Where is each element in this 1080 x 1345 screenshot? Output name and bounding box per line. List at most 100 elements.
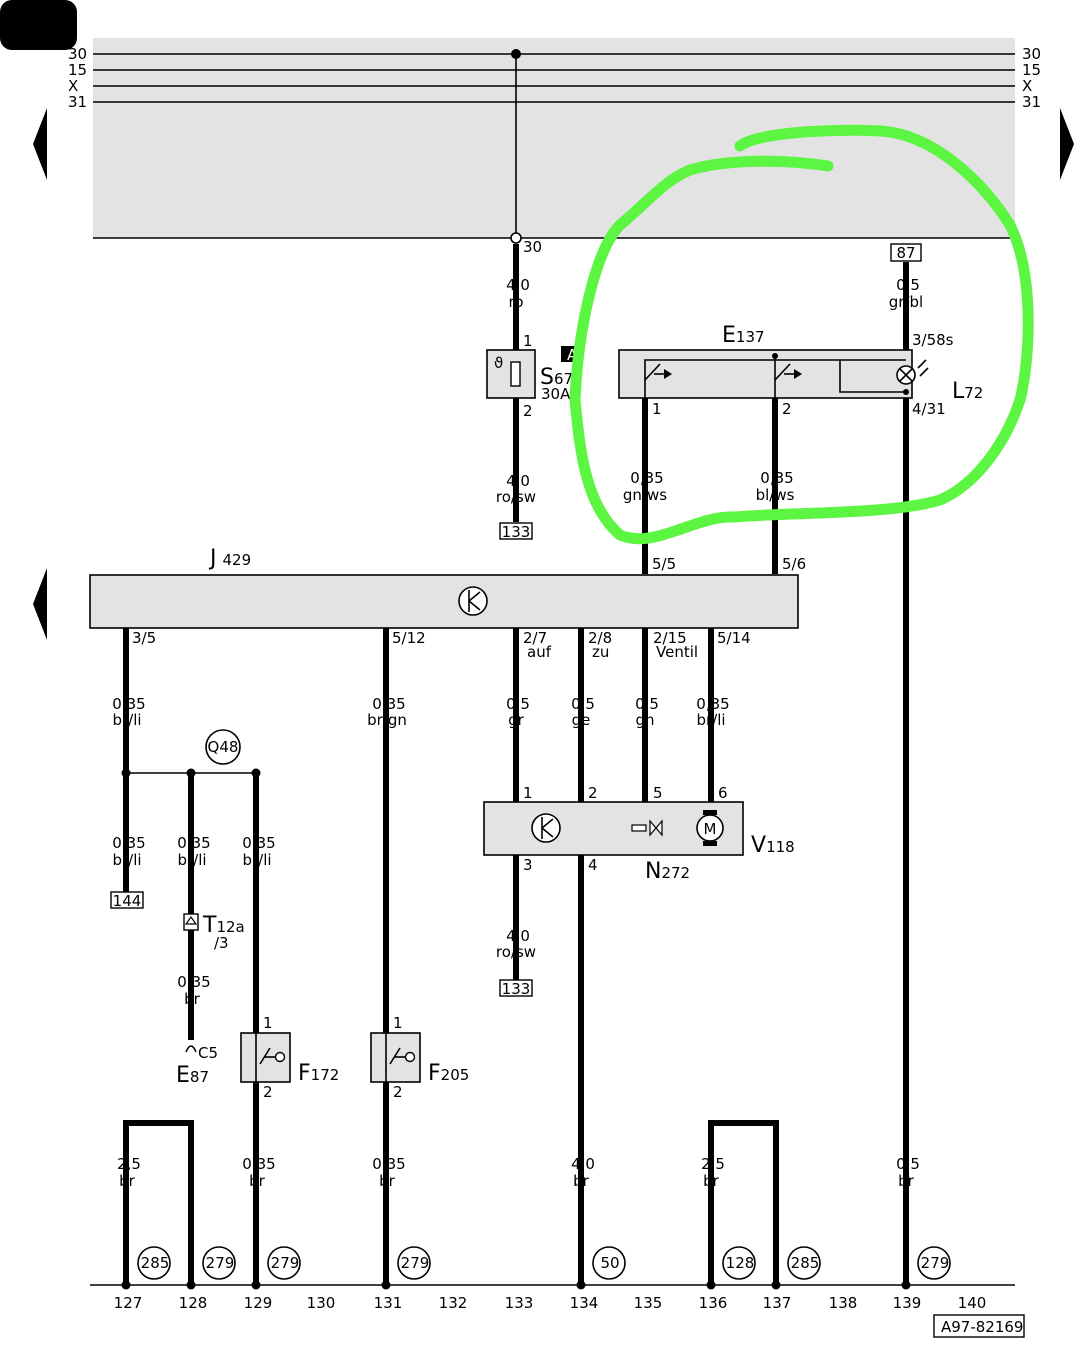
wire-brli3-color: br/li (112, 851, 141, 869)
wire-brli2-color: br/li (696, 711, 725, 729)
wire-gn-color: gn (635, 711, 654, 729)
switch-f172-pin1: 1 (263, 1014, 273, 1032)
wire-brli3-size: 0,35 (112, 834, 145, 852)
lamp-l72-icon[interactable] (896, 359, 929, 385)
rail-label-left-15: 15 (68, 61, 87, 79)
svg-text:128: 128 (726, 1254, 755, 1272)
wire-b139-color: br (898, 1172, 915, 1190)
switch-f172-pin2: 2 (263, 1083, 273, 1101)
electronic-module-icon (458, 586, 488, 616)
wire-brgn-size: 0,35 (372, 695, 405, 713)
drawing-id: A97-82169 (941, 1318, 1023, 1336)
wire-rosw-size: 4,0 (506, 472, 530, 490)
fuse-s67-pin2: 2 (523, 402, 533, 420)
wire-brli1-color: br/li (112, 711, 141, 729)
motor-icon: M (696, 810, 724, 846)
j429-pin-5-12: 5/12 (392, 629, 426, 647)
wire-brgn-color: br/gn (367, 711, 407, 729)
switch-f172-icon (255, 1033, 286, 1082)
wire-brli4-color: br/li (177, 851, 206, 869)
connector-t12a-icon[interactable] (183, 913, 199, 931)
v118-module-icon (531, 813, 561, 843)
j429-pin-5-14: 5/14 (717, 629, 751, 647)
wire-b129-size: 0,35 (242, 1155, 275, 1173)
wire-b139-size: 0,5 (896, 1155, 920, 1173)
j429-pin-2-8: 2/8 (588, 629, 612, 647)
svg-text:130: 130 (307, 1294, 336, 1312)
ref-133-top-box[interactable] (499, 522, 533, 540)
ground-ref-285b[interactable]: 285 (787, 1246, 821, 1280)
wire-grbl-color: gr/bl (889, 293, 923, 311)
j429-note-auf: auf (527, 643, 552, 661)
actuator-v118[interactable] (483, 801, 744, 856)
switch-contact-2-icon (774, 363, 802, 381)
ground-ref-279a[interactable]: 279 (202, 1246, 236, 1280)
ground-ref-279d[interactable]: 279 (917, 1246, 951, 1280)
splice-q48[interactable] (205, 729, 241, 765)
corner-tab[interactable] (0, 0, 77, 50)
svg-text:139: 139 (893, 1294, 922, 1312)
wire-ge-size: 0,5 (571, 695, 595, 713)
wire-gn-size: 0,5 (635, 695, 659, 713)
j429-pin-2-15: 2/15 (653, 629, 687, 647)
wire-br1-size: 0,35 (177, 973, 210, 991)
switch-contact-1-icon (644, 363, 672, 381)
switch-f172-name: F172 (298, 1061, 339, 1086)
next-page-arrow-icon[interactable] (1060, 108, 1074, 180)
switch-e137-pin1: 1 (652, 400, 662, 418)
j429-pin-2-7: 2/7 (523, 629, 547, 647)
prev-section-arrow-icon[interactable] (33, 568, 47, 640)
wire-b134-size: 4,0 (571, 1155, 595, 1173)
ground-ref-128[interactable]: 128 (722, 1246, 756, 1280)
e137-internal-wiring (644, 353, 906, 398)
supply-rail-area (93, 38, 1015, 238)
svg-text:133: 133 (505, 1294, 534, 1312)
wire-ro-color: ro (508, 293, 523, 311)
freehand-highlight (569, 124, 1034, 545)
fuse-element-icon (510, 361, 521, 387)
wire-blws-size: 0,35 (760, 469, 793, 487)
ground-ref-285a[interactable]: 285 (137, 1246, 171, 1280)
wire-brli5-size: 0,35 (242, 834, 275, 852)
e87-connector-icon (185, 1045, 197, 1053)
svg-text:279: 279 (401, 1254, 430, 1272)
svg-text:132: 132 (439, 1294, 468, 1312)
switch-f205-pin2: 2 (393, 1083, 403, 1101)
v118-name: V118 (751, 833, 795, 858)
wire-grbl-size: 0,5 (896, 276, 920, 294)
ground-ref-279b[interactable]: 279 (267, 1246, 301, 1280)
switch-f205-icon (385, 1033, 416, 1082)
ground-ref-279c[interactable]: 279 (397, 1246, 431, 1280)
svg-text:279: 279 (271, 1254, 300, 1272)
wire-gnws-size: 0,35 (630, 469, 663, 487)
fuse-s67-rating: 30A (541, 385, 571, 403)
svg-text:138: 138 (829, 1294, 858, 1312)
rail-label-left-31: 31 (68, 93, 87, 111)
rail-label-right-30: 30 (1022, 45, 1041, 63)
svg-text:134: 134 (570, 1294, 599, 1312)
svg-text:129: 129 (244, 1294, 273, 1312)
v118-pin-2: 2 (588, 784, 598, 802)
wire-brli5-color: br/li (242, 851, 271, 869)
control-unit-j429[interactable] (89, 574, 799, 629)
ref-144-box[interactable] (110, 891, 144, 909)
e87-name: E87 (176, 1063, 209, 1088)
ref-133-top: 133 (502, 523, 531, 541)
prev-page-arrow-icon[interactable] (33, 108, 47, 180)
splice-q48-label: Q48 (208, 738, 239, 756)
v118-pin-5: 5 (653, 784, 663, 802)
n272-name: N272 (645, 859, 690, 884)
wire-blws-color: bl/ws (756, 486, 795, 504)
svg-text:50: 50 (600, 1254, 619, 1272)
v118-pin-3: 3 (523, 856, 533, 874)
rail-label-right-15: 15 (1022, 61, 1041, 79)
fuse-s67-pin1: 1 (523, 332, 533, 350)
terminal-30-label: 30 (523, 238, 542, 256)
ground-ref-50[interactable]: 50 (592, 1246, 626, 1280)
switch-f205-pin1: 1 (393, 1014, 403, 1032)
svg-text:285: 285 (141, 1254, 170, 1272)
valve-n272-icon (631, 819, 663, 837)
ref-133-bottom-box[interactable] (499, 979, 533, 997)
wire-b136-size: 2,5 (701, 1155, 725, 1173)
